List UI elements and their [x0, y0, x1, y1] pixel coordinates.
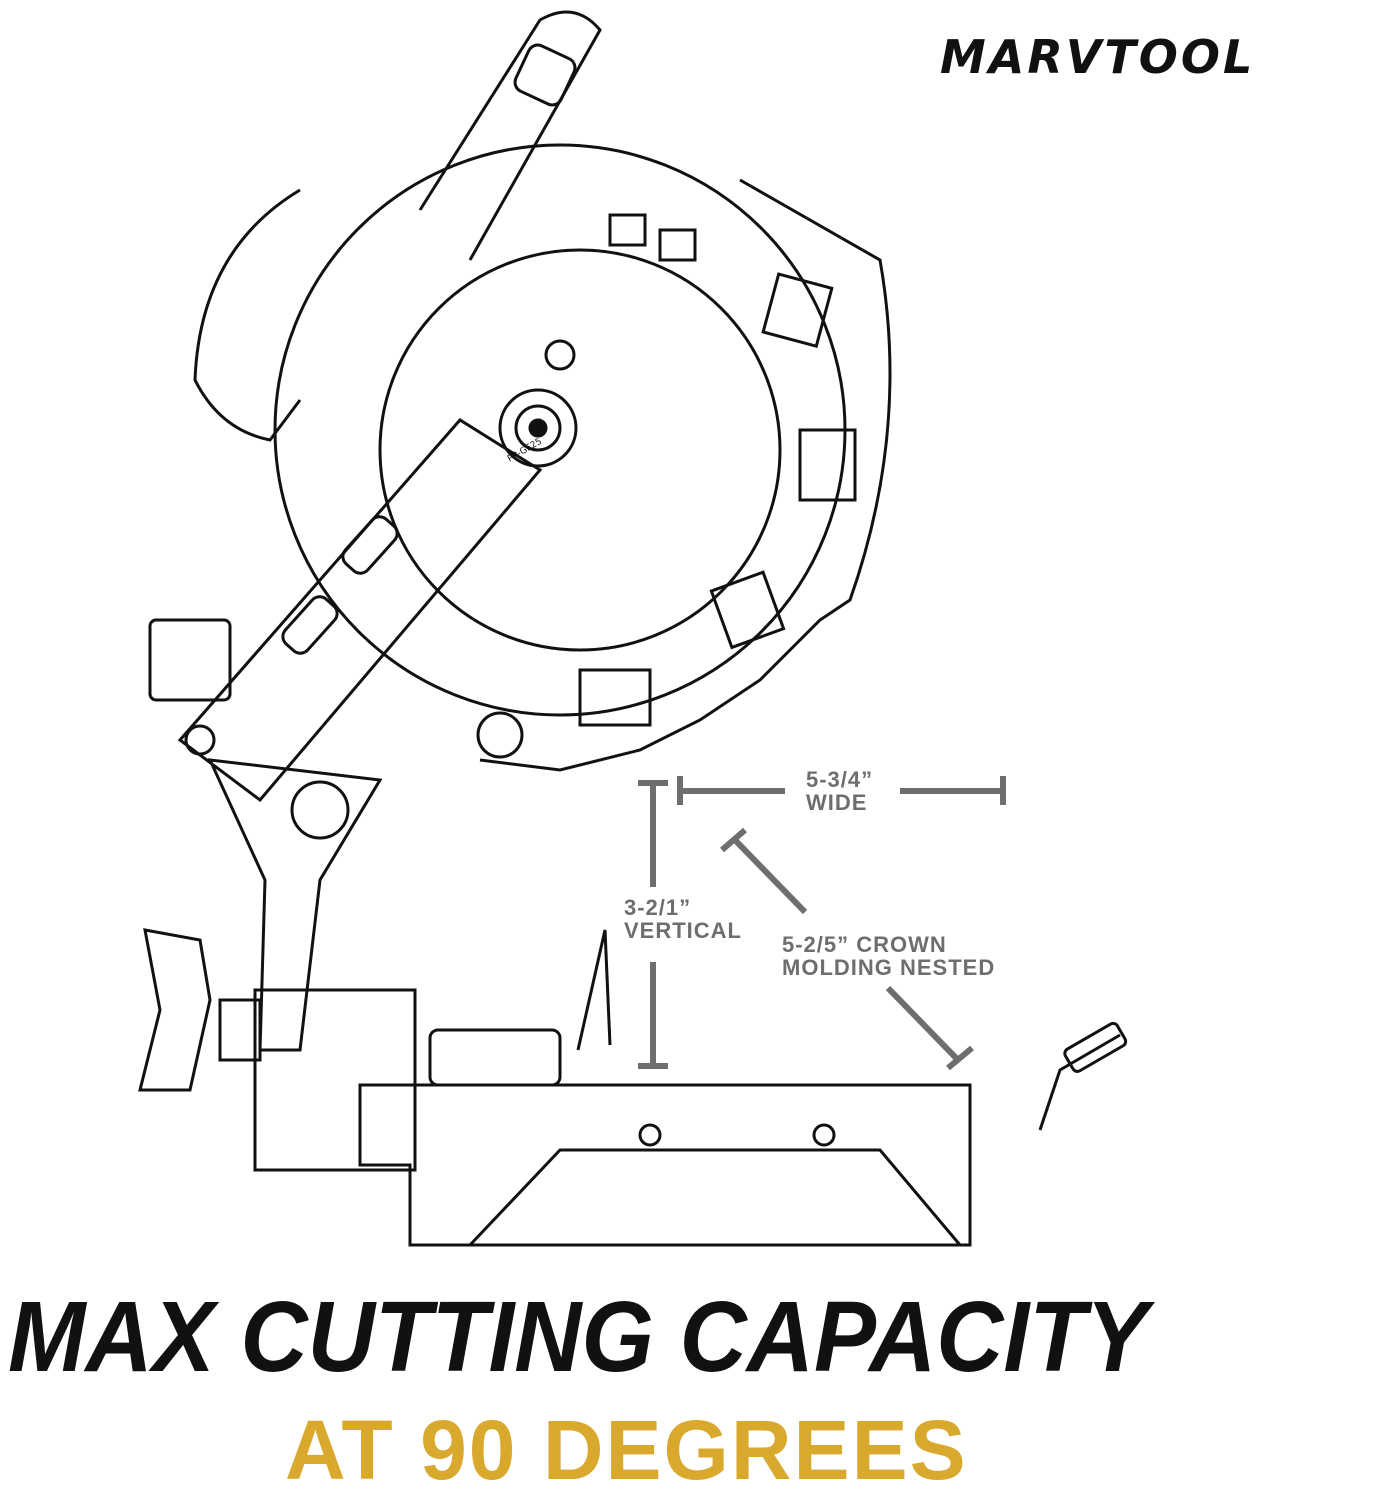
- base-table: [358, 1083, 972, 1247]
- base-hole: [812, 1123, 836, 1147]
- base-arch: [468, 1148, 962, 1247]
- vertical-text: VERTICAL: [624, 918, 742, 943]
- side-handle: [193, 188, 302, 442]
- wide-dimension-label: 5-3/4” WIDE: [806, 768, 873, 814]
- headline-subtitle: AT 90 DEGREES: [285, 1403, 968, 1497]
- crown-line1: 5-2/5” CROWN: [782, 932, 947, 957]
- dust-port: [148, 618, 232, 702]
- arbor-washer: [498, 388, 578, 468]
- arbor-nut: [528, 418, 548, 438]
- saw-arm: [177, 418, 543, 803]
- saw-handle: [418, 10, 602, 261]
- arm-slot: [281, 595, 339, 655]
- guard-vent: [761, 272, 834, 349]
- crown-dimension-label: 5-2/5” CROWN MOLDING NESTED: [782, 933, 995, 979]
- vertical-dimension-label: 3-2/1” VERTICAL: [624, 896, 742, 942]
- bevel-pivot: [290, 780, 350, 840]
- crown-dimension-line: [732, 837, 808, 915]
- headline-title: MAX CUTTING CAPACITY: [8, 1281, 1149, 1393]
- guard-vent: [578, 668, 652, 727]
- guard-vent: [798, 428, 857, 502]
- fence: [576, 929, 612, 1051]
- guard-vent: [608, 213, 647, 247]
- upper-pivot: [544, 339, 576, 371]
- vertical-value: 3-2/1”: [624, 895, 692, 920]
- blade-inner-guard: [378, 248, 782, 652]
- brand-logo: MARVTOOL: [940, 30, 1256, 84]
- bevel-bolt: [218, 998, 262, 1062]
- pivot-bracket: [207, 758, 383, 1052]
- guard-vent: [658, 228, 697, 262]
- bevel-knob: [138, 928, 212, 1092]
- base-hole: [638, 1123, 662, 1147]
- wide-text: WIDE: [806, 790, 868, 815]
- lower-guard: [479, 178, 892, 772]
- guard-vent: [709, 570, 786, 650]
- power-cord: [1038, 1033, 1121, 1131]
- crown-line2: MOLDING NESTED: [782, 955, 996, 980]
- trigger-grip: [513, 43, 577, 107]
- dimension-lines: [638, 776, 1006, 1071]
- arbor-washer-inner: [514, 404, 562, 452]
- arm-pivot: [184, 724, 216, 756]
- pivot-bolt: [476, 711, 524, 759]
- cord-plug: [1063, 1021, 1128, 1073]
- clamp: [428, 1028, 562, 1087]
- wide-value: 5-3/4”: [806, 767, 874, 792]
- arm-slot: [341, 515, 399, 575]
- rear-housing: [253, 988, 417, 1172]
